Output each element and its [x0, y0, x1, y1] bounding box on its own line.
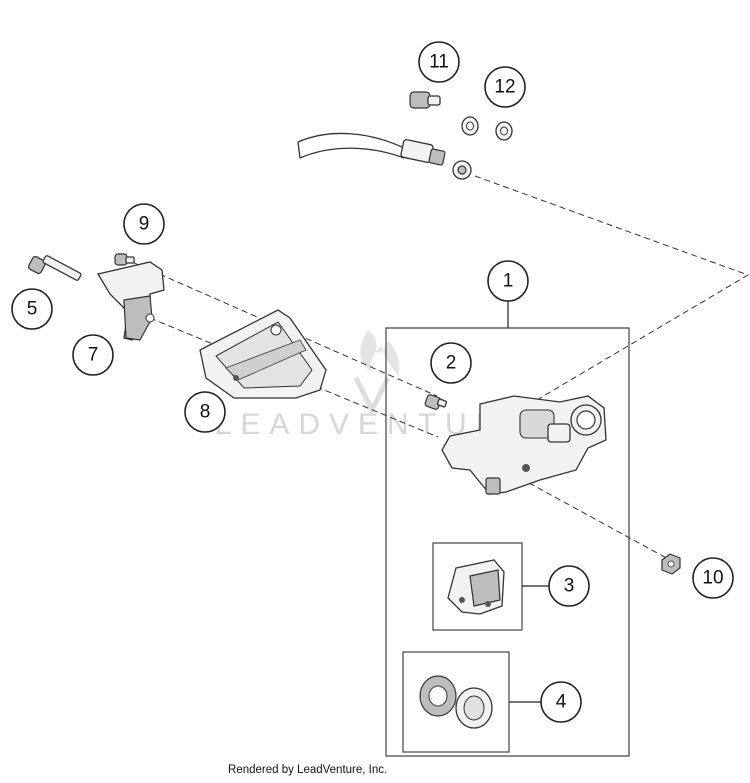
callout-7: 7: [72, 334, 114, 376]
nut-part: [661, 553, 681, 575]
watermark-flame-icon: [360, 330, 400, 376]
small-bolt-part: [114, 253, 135, 266]
callout-12: 12: [484, 66, 526, 108]
svg-text:3: 3: [564, 576, 575, 597]
brake-hose: [297, 132, 472, 180]
piston-kit-box: [402, 651, 510, 753]
callout-9: 9: [123, 203, 165, 245]
callout-5: 5: [11, 288, 53, 330]
mounting-bolt-part: [27, 255, 82, 281]
callout-2: 2: [430, 342, 472, 384]
svg-text:12: 12: [494, 77, 515, 98]
svg-text:2: 2: [446, 353, 457, 374]
caliper-bracket-part: [96, 261, 165, 341]
callout-4: 4: [540, 681, 582, 723]
callout-10: 10: [692, 557, 734, 599]
sealing-washers-part: [461, 116, 513, 141]
disc-guard-part: [199, 309, 327, 399]
banjo-bolt-part: [409, 91, 441, 109]
brake-pads-box: [432, 542, 523, 631]
svg-text:7: 7: [88, 345, 99, 366]
assembly-frame: [385, 327, 630, 757]
svg-text:9: 9: [139, 214, 150, 235]
brake-caliper-part: [441, 395, 607, 495]
svg-text:4: 4: [556, 692, 567, 713]
svg-text:8: 8: [200, 402, 211, 423]
callout-1: 1: [487, 260, 529, 302]
callout-3: 3: [548, 565, 590, 607]
svg-text:1: 1: [503, 271, 514, 292]
svg-text:11: 11: [429, 52, 449, 73]
callout-8: 8: [184, 391, 226, 433]
svg-text:5: 5: [27, 299, 38, 320]
callout-11: 11: [418, 41, 460, 83]
footer-credit: Rendered by LeadVenture, Inc.: [228, 764, 388, 776]
svg-text:10: 10: [702, 568, 723, 589]
bleed-screw-part: [424, 394, 448, 410]
